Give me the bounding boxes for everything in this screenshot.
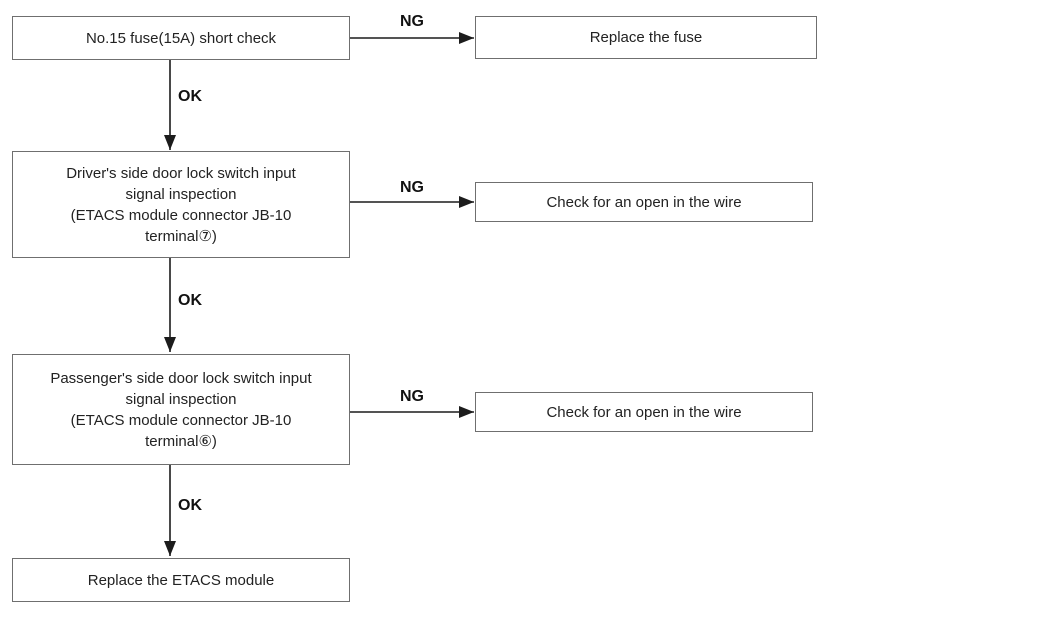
step-box-driver-door-lock-inspection: Driver's side door lock switch input sig… [12, 151, 350, 258]
ok-label-1: OK [178, 88, 202, 105]
step-box-passenger-door-lock-inspection: Passenger's side door lock switch input … [12, 354, 350, 465]
result-box-replace-fuse: Replace the fuse [475, 16, 817, 59]
ng-label-2: NG [400, 179, 424, 196]
ng-label-3: NG [400, 388, 424, 405]
ng-label-1: NG [400, 13, 424, 30]
result-box-check-open-wire-2: Check for an open in the wire [475, 392, 813, 432]
ok-label-2: OK [178, 292, 202, 309]
ok-label-3: OK [178, 497, 202, 514]
step-box-fuse-short-check: No.15 fuse(15A) short check [12, 16, 350, 60]
result-box-check-open-wire-1: Check for an open in the wire [475, 182, 813, 222]
step-box-replace-etacs-module: Replace the ETACS module [12, 558, 350, 602]
